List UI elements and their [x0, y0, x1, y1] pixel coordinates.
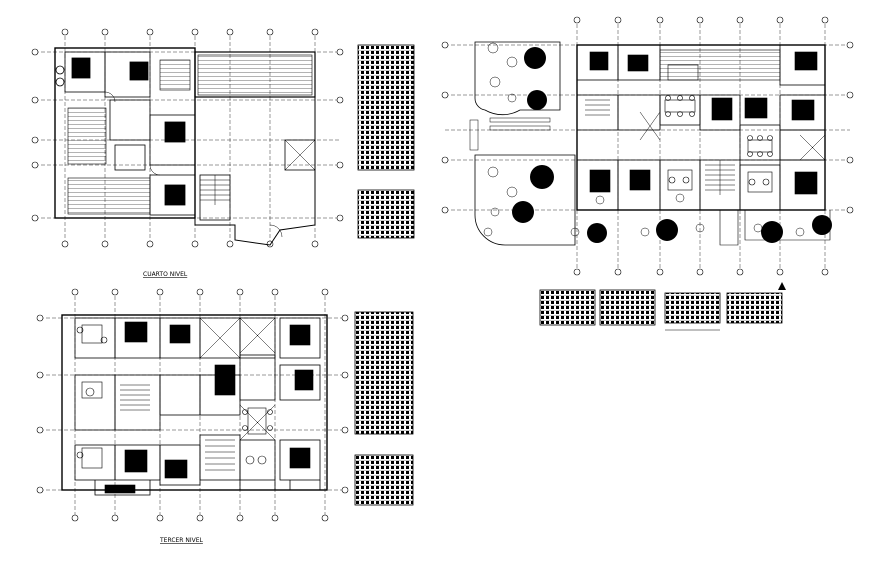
schedule-table-right-4 [726, 292, 783, 324]
schedule-table-right-3 [664, 292, 721, 331]
stairs-right [585, 99, 735, 195]
schedule-table-bottom-left-1 [354, 311, 414, 435]
title-cuarto-nivel: CUARTO NIVEL [143, 271, 188, 278]
schedule-table-bottom-left-2 [354, 454, 414, 506]
schedule-table-top-left-2 [357, 189, 415, 239]
trees-outline [483, 42, 805, 237]
grid-bubbles-bottom-left [36, 288, 349, 522]
stairs-bottom-left [120, 384, 235, 471]
grid-bubbles-right [441, 16, 854, 276]
schedule-table-right-1 [539, 289, 596, 326]
furniture-bottom-left [76, 321, 314, 494]
schedule-table-right-2 [599, 289, 656, 326]
plan-cuarto-nivel [31, 28, 344, 248]
stair-top-left [200, 175, 230, 205]
grid-bubbles-top-left [31, 28, 344, 248]
trees-dark [512, 47, 832, 243]
title-tercer-nivel: TERCER NIVEL [159, 537, 204, 544]
schedule-table-top-left-1 [357, 44, 415, 171]
grid-lines-bottom-left [40, 290, 345, 520]
plan-tercer-nivel [36, 288, 349, 522]
plan-site [441, 16, 854, 290]
furniture-right [589, 51, 818, 195]
